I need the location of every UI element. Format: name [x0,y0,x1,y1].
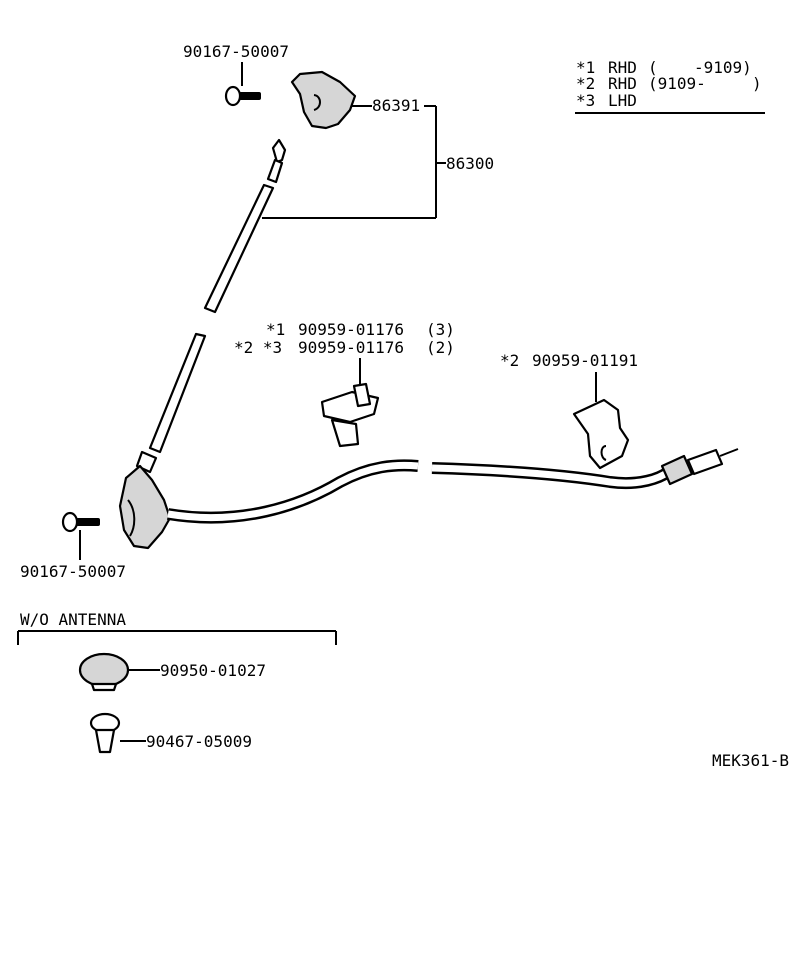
screw-top: 90167-50007 [183,42,289,107]
legend-label-lhd: LHD [608,91,637,110]
legend-range-end-1: -9109) [694,58,752,77]
clip-a-tab [352,382,372,408]
label-clip-a-qty2: (2) [426,338,455,357]
legend-mark-2: *2 [576,74,595,93]
mount-cover: 86391 86300 [262,70,494,219]
label-mount-cover: 86391 [372,96,420,115]
cable-clip-b: *2 90959-01191 [500,351,638,470]
label-clip-a-no2: 90959-01176 [298,338,404,357]
antenna-base: 90167-50007 [20,464,172,581]
mast-tip [271,138,287,164]
mast-lower-section [148,332,207,454]
feeder-cable [167,448,739,524]
screw-head-bottom [61,511,79,533]
legend-mark-1: *1 [576,58,595,77]
legend-mark-3: *3 [576,91,595,110]
mount-cover-detail [313,94,321,111]
legend-range-open-1: ( [648,58,658,77]
label-clip-b-cond: *2 [500,351,519,370]
label-clip-a-qty1: (3) [426,320,455,339]
hole-plug-base [90,682,118,692]
label-clip-a-no1: 90959-01176 [298,320,404,339]
screw-thread-bottom [76,518,100,526]
screw-head-top [224,85,242,107]
wo-antenna-title: W/O ANTENNA [20,610,126,629]
cable-connector-nut [660,454,694,486]
wo-antenna-section: W/O ANTENNA 90950-01027 90467-05009 [17,610,337,754]
mast-tip-collar [266,158,284,184]
label-screw-top: 90167-50007 [183,42,289,61]
diagram-code: MEK361-B [712,751,789,770]
cable-connector-pin [719,448,739,457]
legend-range-close-2: ) [752,74,762,93]
cable-section-right [431,464,671,487]
label-hole-plug: 90950-01027 [160,661,266,680]
cable-section-left [167,461,419,522]
cable-clip-a: *1 90959-01176 (3) *2 *3 90959-01176 (2) [234,320,455,448]
legend-label-rhd-1: RHD [608,58,637,77]
legend-range-start-2: (9109- [648,74,706,93]
screw-thread-top [239,92,261,100]
legend-label-rhd-2: RHD [608,74,637,93]
label-antenna-assy: 86300 [446,154,494,173]
label-push-clip: 90467-05009 [146,732,252,751]
antenna-mast [135,138,287,474]
mast-upper-section [203,183,275,314]
label-clip-a-cond2: *2 *3 [234,338,282,357]
antenna-base-body [118,464,172,550]
mount-cover-body [290,70,357,130]
label-clip-a-cond1: *1 [266,320,285,339]
cable-connector-body [686,448,724,476]
label-screw-bottom: 90167-50007 [20,562,126,581]
clip-b-detail [600,445,607,461]
antenna-base-detail [127,499,136,537]
hole-plug [78,652,130,688]
clip-a-foot [330,418,360,448]
cable-section-left-outline [167,459,419,524]
legend: *1 RHD ( -9109) *2 RHD (9109- ) *3 LHD [575,58,765,114]
label-clip-b-no: 90959-01191 [532,351,638,370]
push-clip-shank [94,728,116,754]
clip-b-body [572,398,630,470]
